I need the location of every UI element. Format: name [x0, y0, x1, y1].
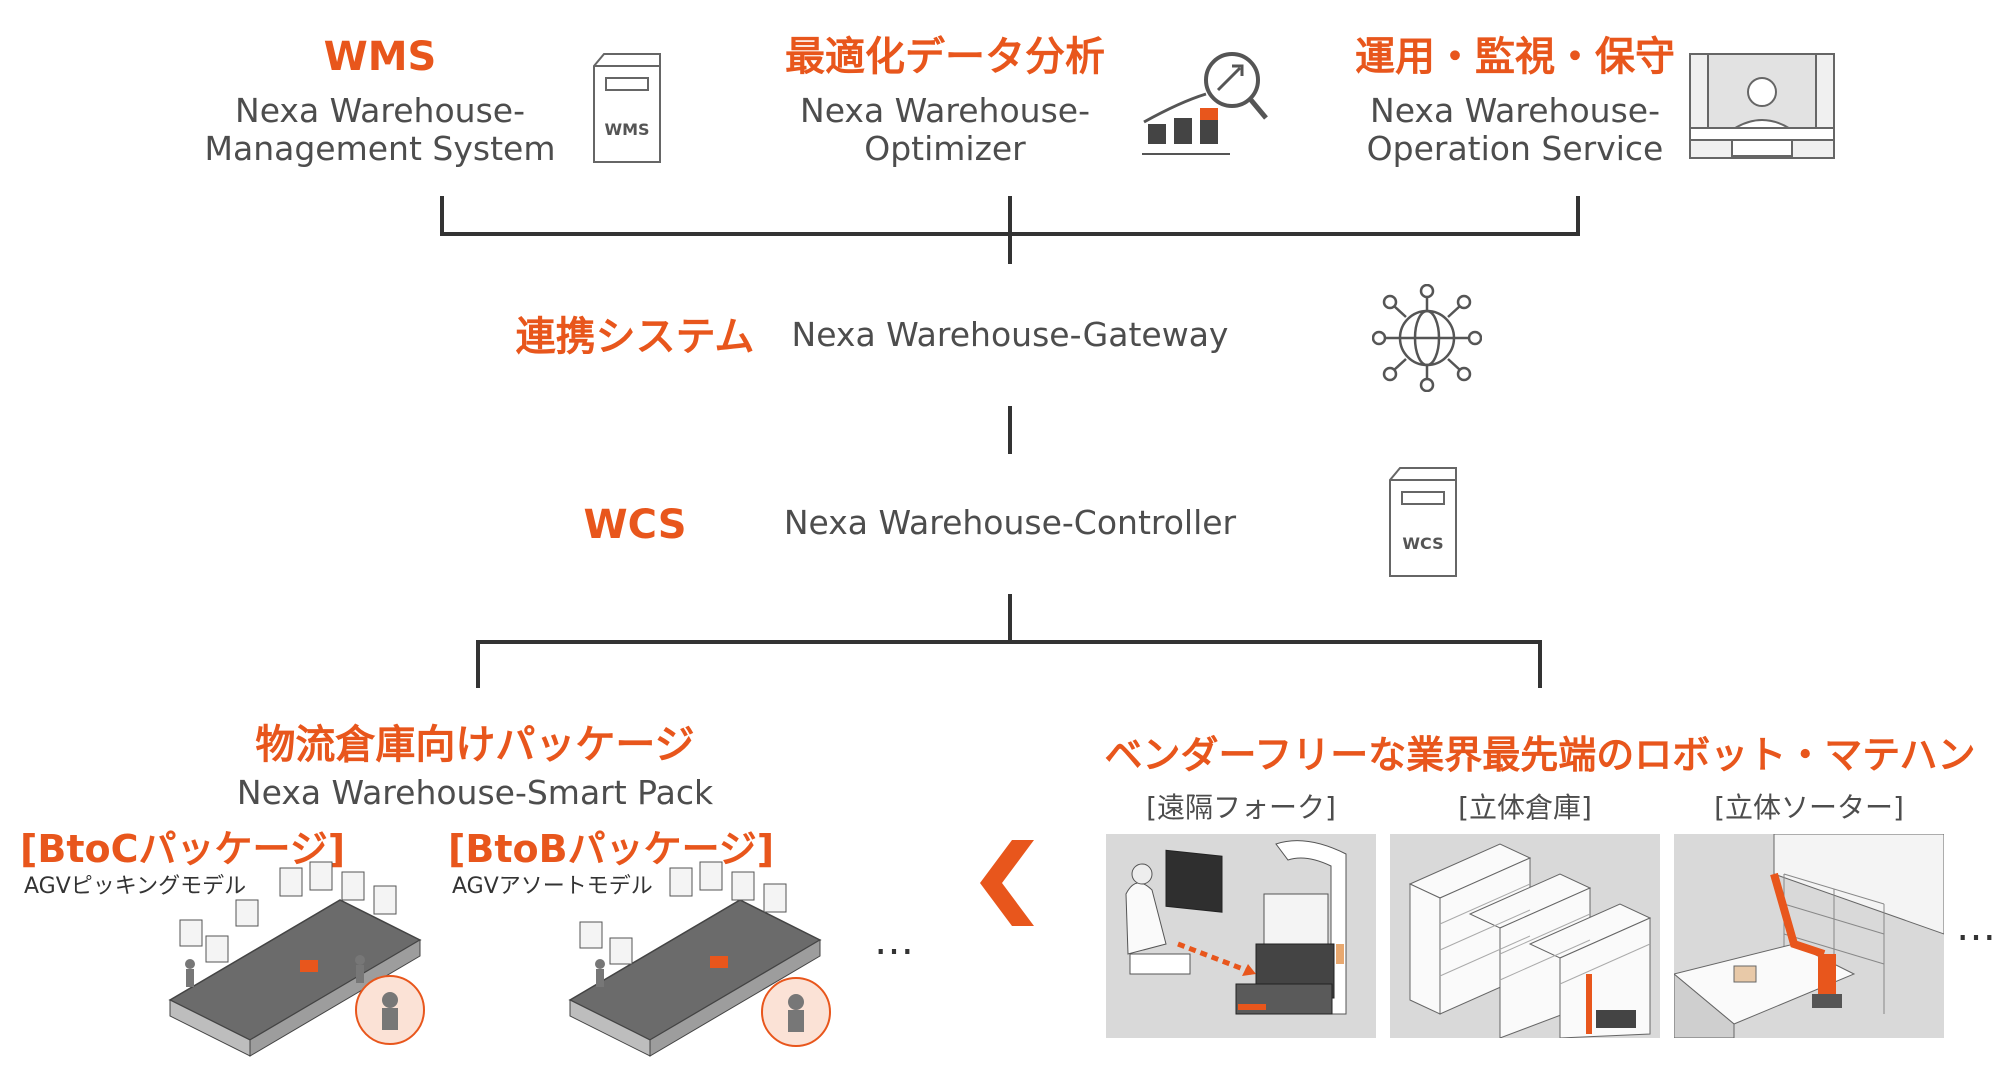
- wcs-connector-drop: [1008, 594, 1012, 644]
- optimizer-name-line2: Optimizer: [864, 129, 1026, 168]
- panel-label-automated-storage: [立体倉庫]: [1458, 791, 1592, 824]
- wms-name-line1: Nexa Warehouse-: [235, 91, 525, 130]
- vertical-sorter-image: [1674, 834, 1944, 1038]
- wms-name-line2: Management System: [204, 129, 556, 168]
- package-title: 物流倉庫向けパッケージ: [255, 722, 695, 768]
- operation-name-line2: Operation Service: [1366, 129, 1664, 168]
- remote-fork-image: [1106, 834, 1376, 1038]
- gateway-wcs-connector: [1008, 406, 1012, 454]
- btob-model: AGVアソートモデル: [452, 874, 653, 899]
- btob-warehouse-illustration: [560, 860, 840, 1060]
- bottom-connector-horizontal: [476, 640, 1542, 644]
- bottom-connector-right-drop: [1538, 640, 1542, 688]
- wcs-title: WCS: [583, 502, 687, 548]
- package-name: Nexa Warehouse-Smart Pack: [236, 773, 714, 812]
- wcs-name: Nexa Warehouse-Controller: [783, 503, 1237, 542]
- wcs-server-icon-label: WCS: [1402, 534, 1443, 553]
- panel-label-remote-fork: [遠隔フォーク]: [1146, 791, 1336, 824]
- top-connector-left-drop: [440, 196, 444, 236]
- wms-server-icon: WMS: [592, 52, 662, 164]
- top-connector-right-drop: [1576, 196, 1580, 236]
- wcs-server-icon: WCS: [1388, 466, 1458, 578]
- optimizer-title: 最適化データ分析: [785, 34, 1105, 80]
- chart-magnifier-icon: [1140, 46, 1270, 158]
- automated-storage-image: [1390, 834, 1660, 1038]
- operation-title: 運用・監視・保守: [1355, 34, 1675, 80]
- top-connector-horizontal: [440, 232, 1580, 236]
- network-globe-icon: [1372, 284, 1482, 392]
- robots-title: ベンダーフリーな業界最先端のロボット・マテハン: [1104, 733, 1976, 777]
- chevron-left-icon: [978, 838, 1038, 928]
- package-ellipsis: …: [874, 918, 914, 964]
- top-connector-mid-drop: [1008, 196, 1012, 264]
- panel-label-vertical-sorter: [立体ソーター]: [1714, 791, 1904, 824]
- optimizer-name-line1: Nexa Warehouse-: [800, 91, 1090, 130]
- operator-monitor-icon: [1688, 52, 1836, 160]
- wms-title: WMS: [323, 34, 437, 80]
- gateway-title: 連携システム: [515, 314, 755, 360]
- bottom-connector-left-drop: [476, 640, 480, 688]
- btoc-model: AGVピッキングモデル: [24, 874, 247, 899]
- robots-ellipsis: …: [1956, 904, 1996, 950]
- gateway-name: Nexa Warehouse-Gateway: [791, 315, 1229, 354]
- btoc-warehouse-illustration: [160, 860, 440, 1060]
- wms-server-icon-label: WMS: [604, 120, 649, 139]
- btoc-title: [BtoCパッケージ]: [20, 827, 346, 871]
- operation-name-line1: Nexa Warehouse-: [1370, 91, 1660, 130]
